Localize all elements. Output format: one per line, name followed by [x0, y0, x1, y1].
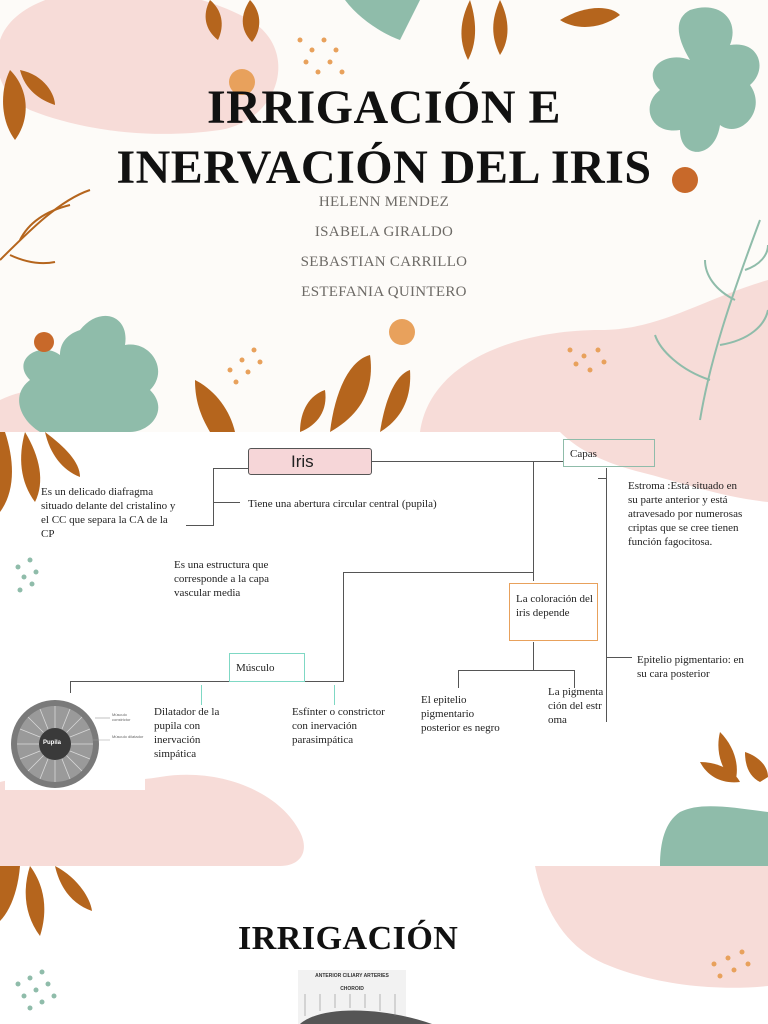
dilatador-text: Dilatador de la pupila con inervación si…	[154, 706, 220, 760]
coloracion-label: La coloración del iris depende	[516, 593, 593, 619]
esfinter-text: Esfínter o constrictor con inervación pa…	[292, 706, 385, 746]
capas-node: Capas	[563, 439, 655, 467]
epitelio-text: Epitelio pigmentario: en su cara posteri…	[637, 654, 744, 680]
iris-label: Iris	[291, 452, 314, 471]
epitelio-negro-text: El epitelio pigmentario posterior es neg…	[421, 694, 500, 734]
iris-node: Iris	[248, 448, 372, 475]
coloracion-node: La coloración del iris depende	[509, 583, 598, 641]
abertura-text: Tiene una abertura circular central (pup…	[248, 498, 437, 510]
pupila-label: Pupila	[43, 740, 62, 746]
musculo-label: Músculo	[236, 662, 275, 674]
capas-label: Capas	[570, 448, 597, 460]
dilatador-label: Músculo dilatador	[112, 734, 144, 739]
author-name: HELENN MENDEZ	[318, 194, 450, 210]
decorative-background	[0, 0, 768, 432]
author-name: ESTEFANIA QUINTERO	[301, 284, 467, 300]
pigmentacion-text: La pigmentación del estroma	[548, 686, 604, 726]
constrictor-label: Músculo constrictor	[112, 712, 131, 722]
iris-description: Es un delicado diafragma situado delante…	[41, 486, 176, 540]
decorative-background	[0, 432, 768, 866]
title-slide: IRRIGACIÓN E INERVACIÓN DEL IRIS HELENN …	[0, 0, 768, 432]
author-name: SEBASTIAN CARRILLO	[300, 254, 468, 270]
figure-label-choroid: CHOROID	[340, 986, 364, 992]
decorative-background	[0, 866, 768, 1024]
slide-title-line-2: INERVACIÓN DEL IRIS	[116, 141, 652, 194]
slide-title: IRRIGACIÓN	[238, 920, 459, 957]
estroma-text: Estroma :Está situado en su parte anteri…	[628, 480, 743, 548]
musculo-node: Músculo	[229, 653, 305, 682]
estructura-text: Es una estructura que corresponde a la c…	[174, 559, 269, 599]
author-name: ISABELA GIRALDO	[314, 224, 454, 240]
iris-diagram-image	[11, 700, 110, 788]
figure-label-arteries: ANTERIOR CILIARY ARTERIES	[315, 973, 389, 979]
slide-title-line-1: IRRIGACIÓN E	[206, 81, 562, 134]
irrigation-slide: IRRIGACIÓN ANTERIOR CILIARY ARTERIES CHO…	[0, 866, 768, 1024]
iris-figure: Pupila Músculo constrictor Músculo dilat…	[5, 698, 145, 790]
concept-map-slide: Iris Es un delicado diafragma situado de…	[0, 432, 768, 866]
